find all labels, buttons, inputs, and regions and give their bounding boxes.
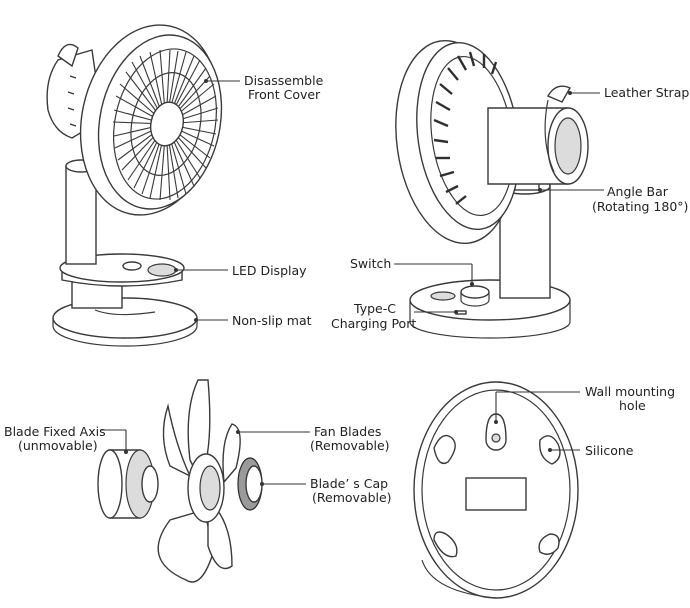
leader-switch: [394, 263, 474, 286]
leader-blade-axis: [100, 429, 128, 454]
leader-front-cover: [204, 79, 240, 83]
label-fan-blades-2: (Removable): [310, 438, 390, 453]
label-led-display: LED Display: [232, 263, 307, 278]
label-fan-blades-1: Fan Blades: [314, 424, 381, 439]
label-silicone: Silicone: [585, 443, 634, 458]
leader-non-slip-mat: [194, 318, 228, 322]
switch-icon: [460, 285, 490, 299]
leader-angle-bar: [538, 188, 604, 192]
leader-fan-blades: [236, 430, 310, 434]
leader-type-c: [414, 310, 458, 314]
label-wall-hole-2: hole: [619, 398, 646, 413]
label-angle-bar-2: (Rotating 180°): [592, 199, 688, 214]
leader-silicone: [548, 448, 580, 452]
fan-front-figure: [46, 24, 223, 347]
fan-rear-figure: [395, 39, 589, 339]
label-type-c-2: Charging Port: [331, 316, 416, 331]
label-front-cover-2: Front Cover: [248, 87, 321, 102]
blade-exploded-figure: [97, 379, 263, 583]
wall-hole-icon: [485, 413, 507, 451]
label-blade-cap-2: (Removable): [312, 490, 392, 505]
silicone-pad-icon: [433, 434, 561, 558]
label-type-c-1: Type-C: [353, 301, 396, 316]
label-switch: Switch: [350, 256, 391, 271]
label-leather-strap: Leather Strap: [604, 85, 689, 100]
label-wall-hole-1: Wall mounting: [585, 384, 675, 399]
grille-icon: [112, 48, 219, 201]
label-blade-axis-2: (unmovable): [18, 438, 98, 453]
led-display-icon: [147, 263, 177, 277]
button-icon: [122, 261, 142, 271]
base-underside-figure: [413, 381, 579, 599]
label-non-slip-mat: Non-slip mat: [232, 313, 312, 328]
leader-blade-cap: [260, 482, 306, 486]
leader-leather-strap: [568, 91, 600, 95]
label-front-cover-1: Disassemble: [244, 73, 324, 88]
label-blade-cap-1: Blade’ s Cap: [310, 476, 388, 491]
label-blade-axis-1: Blade Fixed Axis: [4, 424, 106, 439]
leader-led-display: [174, 268, 228, 272]
leader-wall-hole: [494, 391, 580, 424]
label-angle-bar-1: Angle Bar: [607, 184, 669, 199]
